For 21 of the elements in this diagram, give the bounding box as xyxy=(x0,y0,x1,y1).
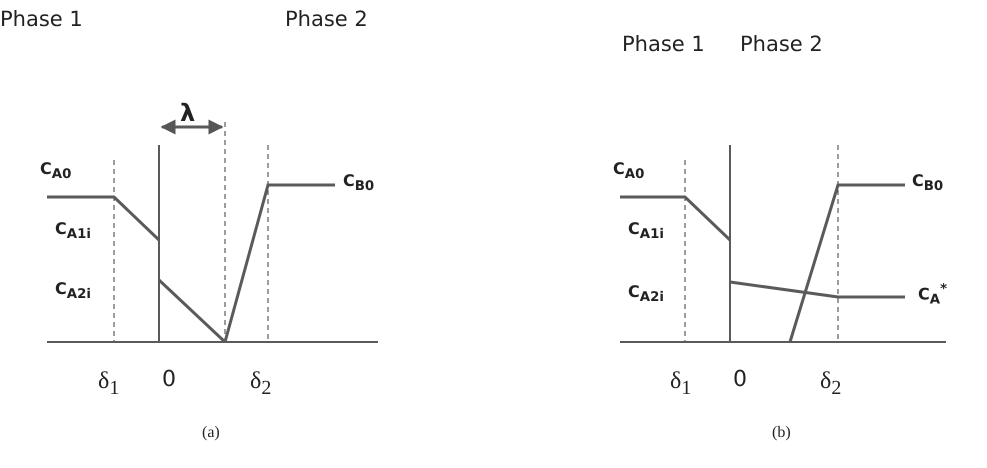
phase-label: Phase 2 xyxy=(285,8,368,32)
position-label: δ$_{1}$ xyxy=(98,368,120,399)
concentration-label: C$_{B0}$ xyxy=(912,172,944,195)
phase-label: Phase 2 xyxy=(740,33,823,56)
concentration-label: C$_{A1i}$ xyxy=(55,220,91,243)
panel-label: (a) xyxy=(202,424,220,442)
phase-label: Phase 1 xyxy=(0,8,83,32)
position-label: δ$_{2}$ xyxy=(820,368,842,399)
position-label: δ$_{1}$ xyxy=(670,368,692,399)
phase-label: Phase 1 xyxy=(622,33,705,56)
position-label: 0 xyxy=(162,368,176,392)
concentration-label: C$_{A1i}$ xyxy=(628,220,664,243)
lambda-label: λ xyxy=(180,100,196,126)
concentration-label: C$_{A0}$ xyxy=(40,160,72,183)
position-label: 0 xyxy=(733,368,747,392)
concentration-label: C$_{A0}$ xyxy=(613,160,644,183)
concentration-label: C$_{A2i}$ xyxy=(628,283,664,306)
position-label: δ$_{2}$ xyxy=(250,368,272,399)
concentration-label: C$_{A2i}$ xyxy=(55,280,91,303)
panel-label: (b) xyxy=(772,424,791,442)
concentration-label: C$_{B0}$ xyxy=(343,172,374,195)
